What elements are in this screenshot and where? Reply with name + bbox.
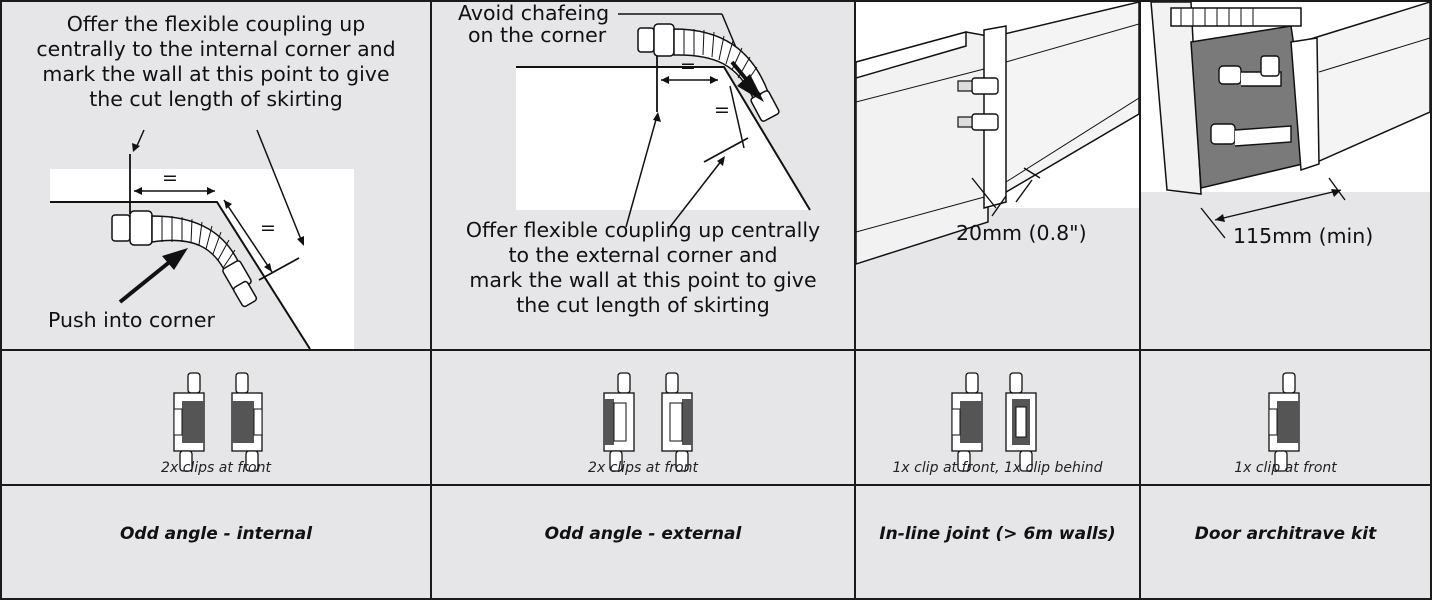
skirting-edge (516, 66, 811, 211)
clips-in-line-joint: 1x clip at front, 1x clip behind (856, 351, 1139, 484)
equal-label-a: = (162, 167, 178, 189)
clip-pair-illustration (951, 372, 1037, 472)
avoid-chafeing-text: Avoid chafeing on the corner (458, 2, 610, 47)
mark-leader-a (625, 115, 658, 228)
grid-row-divider-2 (2, 484, 1430, 486)
dimension-arrow (971, 177, 997, 209)
push-arrow (118, 258, 174, 304)
external-instruction-text: Offer flexible coupling up centrally to … (465, 218, 821, 317)
clip-caption: 1x clip at front, 1x clip behind (892, 460, 1103, 476)
clip-caption: 2x clips at front (588, 460, 698, 476)
grid-divider-2 (854, 2, 856, 598)
clip-pair-illustration (603, 372, 693, 472)
diagram-door-architrave-kit: 115mm (min) (1141, 2, 1430, 349)
equal-label-b: = (260, 217, 276, 239)
mark-leader-b (669, 159, 723, 228)
elbow-fitting-lower (1210, 123, 1292, 147)
equal-dimension-b (223, 199, 273, 273)
equal-dimension-b (729, 85, 745, 149)
minimum-distance-dimension: 115mm (min) (1233, 224, 1374, 248)
diagonal-leader (256, 129, 303, 243)
panel-title-odd-angle-external: Odd angle - external (432, 486, 854, 600)
in-line-joint-illustration (856, 2, 1139, 265)
clip-single-illustration (1268, 372, 1300, 472)
wall-surface (50, 169, 354, 349)
skirting-clip-icon (231, 372, 263, 472)
skirting-clip-icon (173, 372, 205, 472)
joint-gap-dimension: 20mm (0.8") (956, 221, 1087, 245)
skirting-clip-icon (951, 372, 983, 472)
clips-door-architrave-kit: 1x clip at front (1141, 351, 1430, 484)
equal-label-a: = (680, 55, 696, 77)
clips-odd-angle-internal: 2x clips at front (2, 351, 430, 484)
internal-corner-illustration (50, 129, 354, 349)
panel-title: In-line joint (> 6m walls) (879, 524, 1116, 544)
dimension-arrow (1214, 189, 1342, 221)
grid-divider-1 (430, 2, 432, 598)
grid-row-divider-1 (2, 349, 1430, 351)
diagram-in-line-joint: 20mm (0.8") (856, 2, 1139, 349)
push-into-corner-label: Push into corner (48, 308, 215, 332)
skirting-clip-icon (603, 372, 635, 472)
panel-title-in-line-joint: In-line joint (> 6m walls) (856, 486, 1139, 600)
equal-label-b: = (714, 99, 730, 121)
skirting-clip-icon (661, 372, 693, 472)
clip-caption: 1x clip at front (1234, 460, 1337, 476)
skirting-clip-icon (1005, 372, 1037, 472)
panel-title: Odd angle - internal (119, 524, 313, 544)
external-corner-illustration (516, 13, 811, 228)
diagram-odd-angle-external: Avoid chafeing on the corner = = Offer f… (432, 2, 854, 349)
panel-title: Door architrave kit (1194, 524, 1377, 544)
clip-caption: 2x clips at front (161, 460, 271, 476)
wall-surface (516, 67, 810, 210)
door-architrave-illustration (1141, 2, 1430, 239)
internal-instruction-text: Offer the flexible coupling up centrally… (36, 12, 396, 111)
clip-pair-illustration (173, 372, 263, 472)
panel-title-door-architrave-kit: Door architrave kit (1141, 486, 1430, 600)
grid-divider-3 (1139, 2, 1141, 598)
skirting-edge (50, 201, 311, 349)
panel-title: Odd angle - external (544, 524, 742, 544)
skirting-clip-icon (1268, 372, 1300, 472)
diagram-odd-angle-internal: Offer the flexible coupling up centrally… (2, 2, 430, 349)
flexible-coupling-icon (111, 210, 258, 308)
panel-title-odd-angle-internal: Odd angle - internal (2, 486, 430, 600)
clips-odd-angle-external: 2x clips at front (432, 351, 854, 484)
elbow-fitting-upper (1218, 55, 1282, 87)
